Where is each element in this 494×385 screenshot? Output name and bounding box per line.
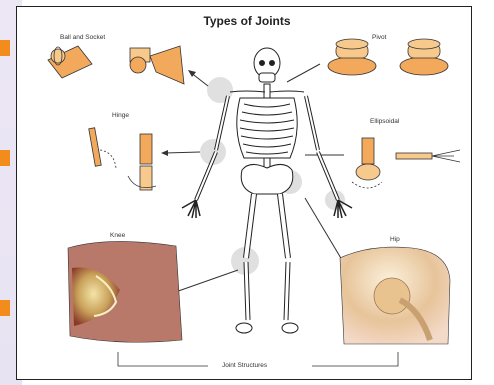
ellipsoidal-illustration	[352, 138, 460, 188]
knee-illustration	[68, 241, 182, 342]
label-hinge: Hinge	[112, 112, 129, 119]
page-title: Types of Joints	[0, 14, 494, 28]
label-ball-socket: Ball and Socket	[60, 34, 105, 41]
label-pivot: Pivot	[372, 34, 386, 41]
label-hip: Hip	[390, 236, 400, 243]
hip-illustration	[340, 247, 450, 344]
ball-socket-illustration	[48, 46, 184, 84]
label-knee: Knee	[110, 232, 125, 239]
label-ellipsoidal: Ellipsoidal	[370, 118, 399, 125]
pivot-illustration	[328, 39, 448, 75]
label-joint-structures: Joint Structures	[222, 362, 267, 369]
hinge-illustration	[89, 128, 156, 190]
